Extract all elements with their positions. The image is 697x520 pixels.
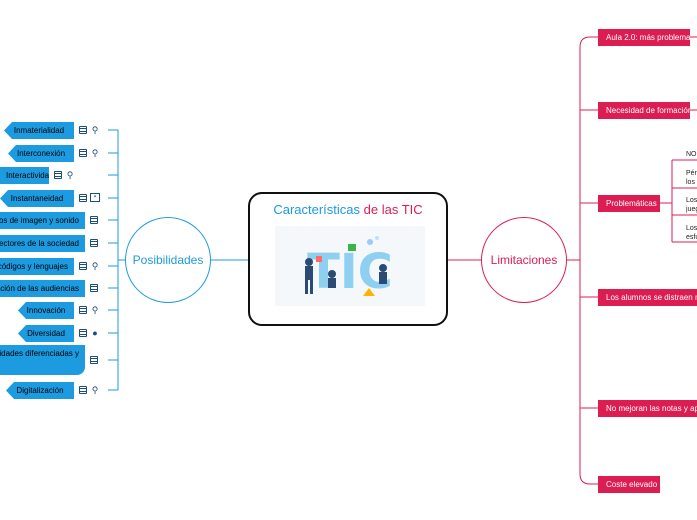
notes-icon[interactable] — [54, 171, 62, 179]
notes-icon[interactable] — [79, 149, 87, 157]
central-title-part1: Características — [273, 202, 361, 217]
central-title: Características de las TIC — [250, 202, 446, 217]
right-item-distraen[interactable]: Los alumnos se distraen más — [598, 289, 697, 306]
left-item-digitalizacion[interactable]: Digitalización — [6, 382, 74, 399]
right-item-coste[interactable]: Coste elevado — [598, 476, 660, 493]
link-icon[interactable]: ⚲ — [91, 385, 99, 395]
notes-icon[interactable] — [90, 284, 98, 292]
problematicas-sub-3[interactable]: Losjueg — [686, 197, 697, 213]
link-icon[interactable]: ⚲ — [91, 148, 99, 158]
tic-letters: TIC — [307, 244, 393, 300]
notes-icon[interactable] — [90, 356, 98, 364]
central-topic[interactable]: Características de las TIC TIC — [248, 192, 448, 326]
right-item-aula[interactable]: Aula 2.0: más problemas — [598, 29, 690, 46]
problematicas-sub-1[interactable]: NO — [686, 151, 697, 158]
notes-icon[interactable] — [90, 216, 98, 224]
right-item-problematicas[interactable]: Problemáticas — [598, 195, 660, 212]
link-icon[interactable]: ⚲ — [91, 125, 99, 135]
image-icon[interactable]: ▪ — [90, 193, 100, 202]
left-item-penetracion[interactable]: Penetración en todos los sectores de la … — [0, 235, 85, 252]
central-title-part2: de las TIC — [363, 202, 423, 217]
left-item-imagen-sonido[interactable]: Nuevos parámetros de imagen y sonido — [0, 212, 85, 229]
notes-icon[interactable] — [79, 194, 87, 202]
right-item-notas[interactable]: No mejoran las notas y aprendizaje — [598, 400, 697, 417]
possibilities-label: Posibilidades — [132, 253, 204, 267]
left-item-inmaterialidad[interactable]: Inmaterialidad — [4, 122, 74, 139]
left-item-interconexion[interactable]: Interconexión — [8, 145, 74, 162]
limitations-hub[interactable]: Limitaciones — [481, 217, 567, 303]
left-item-instantaneidad[interactable]: Instantaneidad — [0, 190, 74, 207]
notes-icon[interactable] — [79, 306, 87, 314]
notes-icon[interactable] — [79, 262, 87, 270]
left-item-interactividad[interactable]: Interactividad — [0, 167, 49, 184]
limitations-label: Limitaciones — [490, 253, 558, 267]
left-item-segmentacion[interactable]: Tendencia hacia la segmentación de las a… — [0, 280, 85, 297]
left-item-codigos-lenguajes[interactable]: Creación de nuevos códigos y lenguajes — [0, 258, 74, 275]
notes-icon[interactable] — [79, 386, 87, 394]
drop-icon[interactable]: ● — [92, 328, 98, 338]
notes-icon[interactable] — [90, 239, 98, 247]
link-icon[interactable]: ⚲ — [91, 305, 99, 315]
notes-icon[interactable] — [79, 329, 87, 337]
left-item-innovacion[interactable]: Innovación — [18, 302, 74, 319]
link-icon[interactable]: ⚲ — [66, 170, 74, 180]
possibilities-hub[interactable]: Posibilidades — [125, 217, 211, 303]
left-item-diversidad[interactable]: Diversidad — [18, 325, 74, 342]
problematicas-sub-4[interactable]: Losesfu — [686, 225, 697, 241]
notes-icon[interactable] — [79, 126, 87, 134]
tic-illustration: TIC — [275, 226, 425, 306]
link-icon[interactable]: ⚲ — [91, 261, 99, 271]
left-item-capacidades[interactable]: Capacidades diferenciadas y — [0, 345, 85, 375]
right-item-formacion[interactable]: Necesidad de formación — [598, 102, 690, 119]
